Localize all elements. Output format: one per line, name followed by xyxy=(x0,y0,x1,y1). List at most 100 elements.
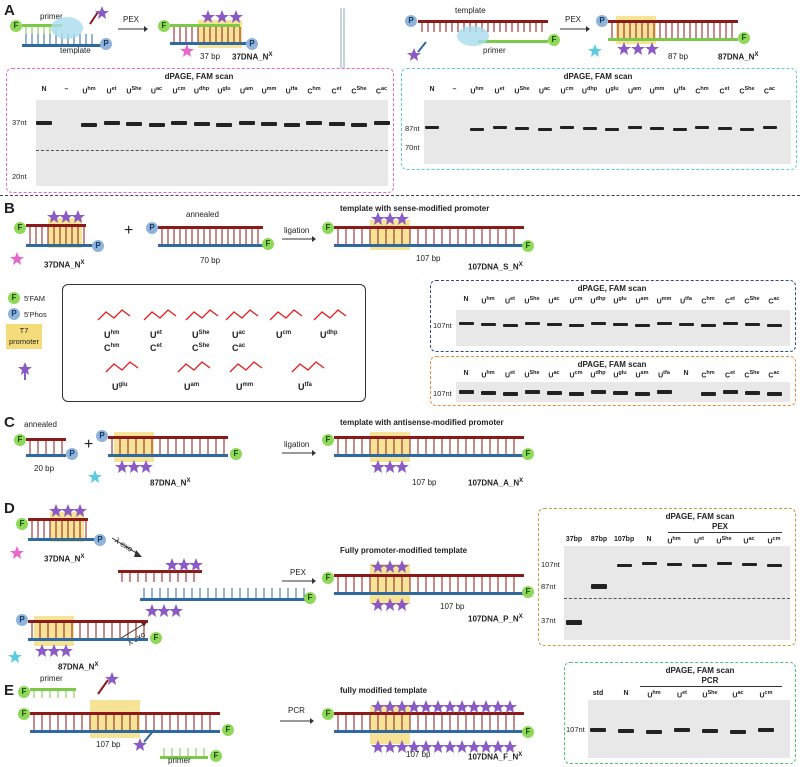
gel-band xyxy=(634,392,650,396)
phos-marker: P xyxy=(146,222,158,234)
modified-nucleotide-icon xyxy=(10,546,24,559)
product-name: 87DNA_NX xyxy=(58,662,99,672)
lane-label: CShe xyxy=(351,86,367,96)
modified-dntp-icon xyxy=(407,41,427,61)
lane-label: N xyxy=(463,296,469,303)
lane-label: Ucm xyxy=(560,86,574,96)
lane-label: UShe xyxy=(524,370,540,380)
lane-label: Uhm xyxy=(647,690,661,700)
gel-band xyxy=(261,122,277,126)
fam-marker: F xyxy=(322,222,334,234)
gel-band xyxy=(582,127,597,130)
gel-box-a-left xyxy=(6,68,394,193)
gel-band xyxy=(700,392,716,396)
gel-band xyxy=(702,729,718,733)
double-line-divider xyxy=(340,8,345,68)
dna-70 xyxy=(158,226,263,247)
marker-label: 20nt xyxy=(12,172,27,181)
bp-label: 107 bp xyxy=(412,478,437,487)
panel-label-d: D xyxy=(4,500,15,517)
gel-band xyxy=(502,324,518,327)
gel-band xyxy=(674,728,690,732)
dna-primer-template-a xyxy=(22,17,102,47)
fam-marker: F xyxy=(230,448,242,460)
lane-label: Uglu xyxy=(613,296,627,306)
gel-band xyxy=(646,730,662,734)
panel-label-b: B xyxy=(4,200,15,217)
dna-107-template xyxy=(30,700,220,738)
gel-band xyxy=(351,123,367,127)
lane-label: Uhm xyxy=(667,536,681,546)
gel-band xyxy=(458,390,474,394)
gel-band xyxy=(695,126,709,129)
fam-marker: F xyxy=(322,434,334,446)
chemical-structure-icon xyxy=(225,309,259,321)
primer-bottom xyxy=(160,748,208,759)
gel-band xyxy=(612,323,628,326)
lane-label: Umm xyxy=(656,296,672,306)
primer-label: primer xyxy=(40,674,63,683)
bp-label: 37 bp xyxy=(200,52,221,61)
lane-label: CShe xyxy=(739,86,755,96)
gel-band xyxy=(650,127,664,130)
product-name: 37DNA_NX xyxy=(44,260,85,270)
legend-fam: 5'FAM xyxy=(24,294,46,303)
lane-label: Uac xyxy=(548,296,560,306)
dna-107-full xyxy=(334,700,524,753)
lane-label: – xyxy=(64,86,69,93)
fam-legend-icon: F xyxy=(8,292,20,304)
arrow xyxy=(560,26,590,32)
lane-label: Uam xyxy=(635,296,649,306)
fam-marker: F xyxy=(262,238,274,250)
modified-nucleotide-icon xyxy=(88,470,102,483)
phos-legend-icon: P xyxy=(8,308,20,320)
arrow xyxy=(111,537,142,557)
phos-marker: P xyxy=(246,38,258,50)
gel-band xyxy=(328,122,345,126)
gel-band xyxy=(656,390,672,394)
gel-title: dPAGE, FAM scan xyxy=(665,666,735,675)
fam-marker: F xyxy=(150,632,162,644)
bp-label: 107 bp xyxy=(96,740,121,749)
gel-band xyxy=(634,324,650,327)
gel-band xyxy=(762,126,777,129)
diagram-title: template with sense-modified promoter xyxy=(340,204,490,213)
phos-marker: P xyxy=(100,38,112,50)
lane-label: Uam xyxy=(627,86,641,96)
bp-label: 107 bp xyxy=(440,602,465,611)
pex-label: PEX xyxy=(123,15,140,24)
gel-band xyxy=(618,729,634,733)
gel-band xyxy=(193,122,210,126)
gel-title: dPAGE, FAM scan xyxy=(577,284,647,293)
panel-label-e: E xyxy=(4,682,15,699)
gel-band xyxy=(216,123,232,127)
gel-band xyxy=(425,126,439,129)
ssdna-bottom xyxy=(140,588,310,617)
marker-label: 37nt xyxy=(12,118,27,127)
lane-label: Uet xyxy=(505,370,515,380)
gel-band xyxy=(566,620,582,625)
structure-label: Ucm xyxy=(276,330,292,340)
modified-nucleotide-icon xyxy=(8,650,22,663)
lane-label: UShe xyxy=(524,296,540,306)
product-name: 37DNA_NX xyxy=(232,52,273,62)
fam-marker: F xyxy=(18,708,30,720)
gel-band xyxy=(81,123,97,127)
lane-label: UShe xyxy=(716,536,732,546)
lane-label: Utfa xyxy=(680,296,692,306)
gel-band xyxy=(492,126,507,129)
arrow xyxy=(282,578,316,584)
lane-label: Ucm xyxy=(569,370,583,380)
gel-band xyxy=(740,128,754,131)
gel-box-d xyxy=(538,508,796,646)
gel-band xyxy=(480,323,496,326)
gel-box-b xyxy=(430,280,796,352)
plus-sign: + xyxy=(84,436,94,453)
dna-107-promoter xyxy=(334,560,524,611)
diagram-title: Fully promoter-modified template xyxy=(340,546,468,555)
lane-label: Ucm xyxy=(569,296,583,306)
marker-label: 87nt xyxy=(541,582,556,591)
gel-band xyxy=(722,322,738,325)
gel-band xyxy=(766,324,782,327)
